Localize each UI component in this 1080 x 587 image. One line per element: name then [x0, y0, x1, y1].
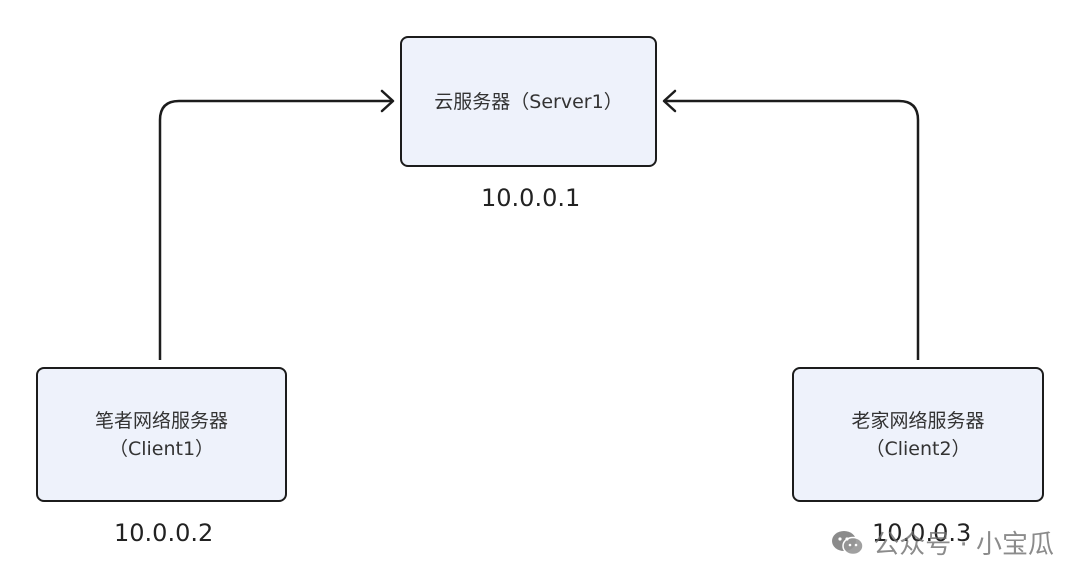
client2-label: 老家网络服务器	[851, 409, 985, 432]
edge-client2-to-server	[665, 99, 920, 360]
arrowhead-client1-icon	[380, 89, 395, 113]
client2-ip: 10.0.0.3	[872, 519, 972, 547]
server-node: 云服务器（Server1）	[400, 36, 657, 167]
watermark-text: 公众号 · 小宝瓜	[873, 530, 1054, 560]
client2-sublabel: （Client2）	[865, 437, 971, 460]
wechat-icon	[832, 530, 864, 555]
client2-node: 老家网络服务器 （Client2）	[792, 367, 1044, 502]
client1-ip: 10.0.0.2	[114, 519, 214, 547]
client1-node: 笔者网络服务器 （Client1）	[36, 367, 287, 502]
arrowhead-client2-icon	[662, 89, 677, 113]
edge-client1-to-server	[158, 99, 392, 360]
server-ip: 10.0.0.1	[481, 184, 581, 212]
server-label: 云服务器（Server1）	[434, 90, 623, 113]
watermark: 公众号 · 小宝瓜	[831, 524, 1054, 561]
client1-label: 笔者网络服务器	[94, 409, 228, 432]
client1-sublabel: （Client1）	[108, 437, 215, 460]
